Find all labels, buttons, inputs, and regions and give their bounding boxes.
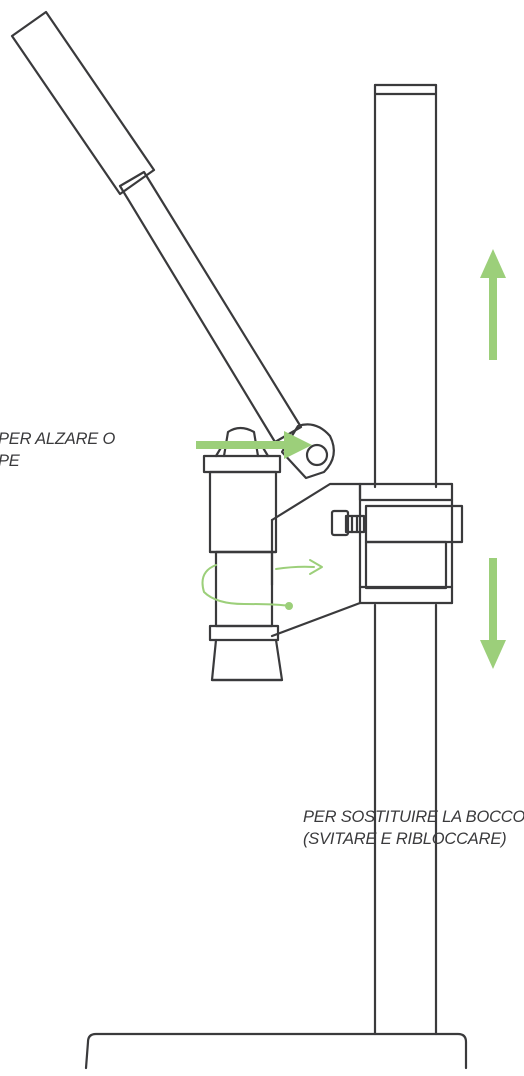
height-adjust-label-line2: PE <box>0 452 20 470</box>
capping-head <box>202 426 284 682</box>
clamp-collar <box>330 504 464 590</box>
down-arrow-shaft <box>489 558 497 644</box>
bushing-replace-label-line2: (SVITARE E RIBLOCCARE) <box>303 830 507 848</box>
lever-pin-arrow-head <box>284 431 312 459</box>
base-plate <box>84 1032 468 1070</box>
up-arrow-head <box>480 249 506 278</box>
lever-pin-arrow-shaft <box>196 441 288 449</box>
column <box>373 83 438 1036</box>
bushing-replace-label-line1: PER SOSTITUIRE LA BOCCOLA <box>303 808 524 826</box>
height-adjust-label: PER ALZARE O PE <box>0 428 115 472</box>
down-arrow-head <box>480 640 506 669</box>
up-arrow-shaft <box>489 272 497 360</box>
adjustment-arrows <box>196 249 506 669</box>
bushing-replace-label: PER SOSTITUIRE LA BOCCOLA (SVITARE E RIB… <box>303 806 524 850</box>
lever-handle <box>10 10 335 480</box>
rotation-indicator <box>201 559 323 610</box>
height-adjust-label-line1: PER ALZARE O <box>0 430 116 448</box>
